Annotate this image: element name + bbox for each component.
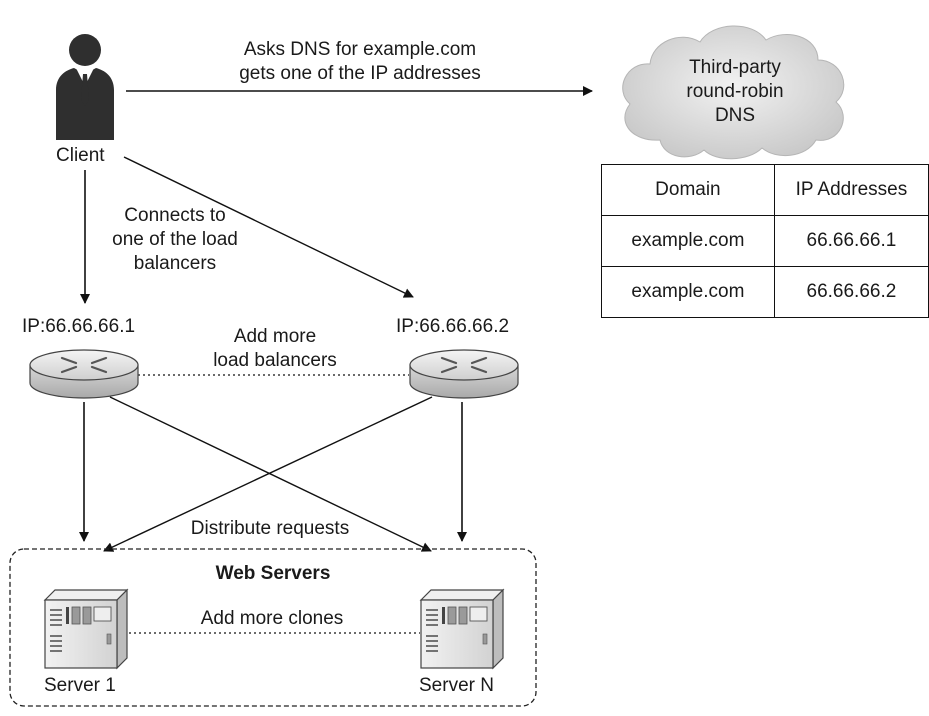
connect-note-line-1: Connects to [124, 205, 226, 226]
scale-lb-line-2: load balancers [213, 350, 337, 371]
dns-query-line-1: Asks DNS for example.com [243, 39, 477, 60]
distribute-requests-note: Distribute requests [190, 518, 350, 539]
client-to-lb2-arrow [123, 156, 414, 298]
client-label: Client [56, 145, 105, 166]
dns-table-cell-domain: example.com [601, 215, 775, 267]
dns-table-cell-ip: 66.66.66.2 [773, 266, 929, 318]
lb2-to-server1-arrow [103, 396, 433, 552]
client-person-icon [56, 34, 114, 140]
dns-cloud-line-3: DNS [714, 105, 756, 126]
server-1-label: Server 1 [44, 675, 116, 696]
connect-note: Connects to one of the load balancers [90, 204, 260, 276]
server-n-icon [419, 588, 505, 670]
dns-query-line-2: gets one of the IP addresses [239, 63, 481, 84]
load-balancer-2-icon [409, 349, 519, 399]
connect-note-line-3: balancers [133, 253, 217, 274]
scale-lb-line-1: Add more [233, 326, 317, 347]
web-servers-title: Web Servers [215, 563, 331, 584]
connect-note-line-2: one of the load [112, 229, 238, 250]
load-balancer-1-ip-label: IP:66.66.66.1 [22, 316, 136, 337]
server-n-label: Server N [419, 675, 494, 696]
add-clones-note: Add more clones [200, 608, 344, 629]
load-balancer-1-icon [29, 349, 139, 399]
dns-records-table: Domain IP Addresses example.com 66.66.66… [601, 164, 929, 318]
lb1-to-serverN-arrow [109, 396, 432, 552]
scale-load-balancers-note: Add more load balancers [190, 325, 360, 373]
dns-table-header-ip: IP Addresses [773, 164, 929, 216]
web-servers-group-border [9, 548, 537, 707]
dns-query-label: Asks DNS for example.com gets one of the… [210, 38, 510, 86]
dns-table-header-domain: Domain [601, 164, 775, 216]
dns-table-header-row: Domain IP Addresses [601, 164, 929, 216]
server-1-icon [43, 588, 129, 670]
dns-cloud-label: Third-party round-robin DNS [660, 56, 810, 128]
dns-table-cell-domain: example.com [601, 266, 775, 318]
dns-table-row: example.com 66.66.66.1 [601, 215, 929, 267]
dns-table-row: example.com 66.66.66.2 [601, 266, 929, 318]
dns-table-cell-ip: 66.66.66.1 [773, 215, 929, 267]
dns-cloud-line-2: round-robin [686, 81, 784, 102]
dns-cloud-line-1: Third-party [689, 57, 781, 78]
load-balancer-2-ip-label: IP:66.66.66.2 [396, 316, 510, 337]
dns-cloud-icon [622, 25, 845, 160]
